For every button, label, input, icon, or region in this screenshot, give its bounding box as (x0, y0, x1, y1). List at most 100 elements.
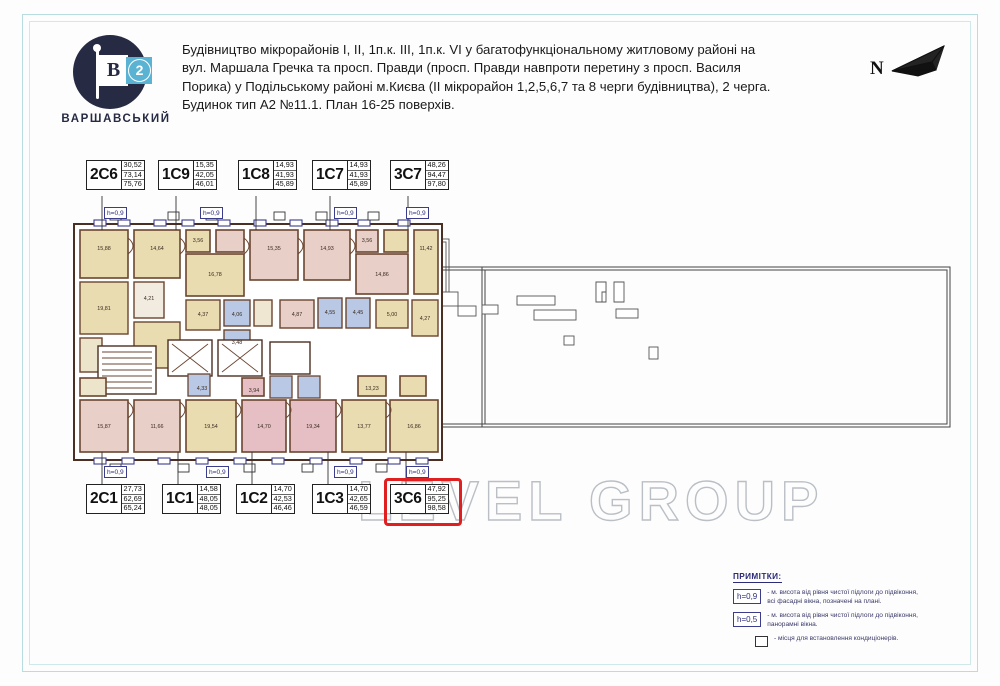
apartment-area-value: 42,65 (347, 493, 370, 505)
apartment-area-value: 42,05 (193, 169, 216, 181)
apartment-code: 3С7 (390, 160, 426, 190)
svg-text:3,94: 3,94 (249, 388, 260, 394)
svg-text:3,56: 3,56 (193, 238, 204, 244)
apartment-area-value: 14,70 (271, 484, 294, 495)
title-line-1: Будівництво мікрорайонів I, II, 1п.к. II… (182, 42, 756, 57)
note-text: - місця для встановлення кондиціонерів. (774, 635, 898, 644)
height-marker: h=0,9 (334, 466, 357, 478)
air-conditioner-square-icon (755, 636, 768, 648)
note-text-line: - місця для встановлення кондиціонерів. (774, 635, 899, 643)
apartment-code: 1С3 (312, 484, 348, 514)
svg-text:15,87: 15,87 (97, 424, 111, 430)
svg-text:4,87: 4,87 (292, 312, 303, 318)
svg-text:3,48: 3,48 (232, 340, 243, 346)
logo-varshavskiy: В 2 ВАРШАВСЬКИЙ (60, 33, 170, 138)
notes-title: ПРИМІТКИ: (733, 572, 782, 583)
apartment-code: 1С2 (236, 484, 272, 514)
height-marker: h=0,9 (206, 466, 229, 478)
apartment-area-value: 46,01 (195, 179, 214, 189)
height-marker: h=0,9 (334, 207, 357, 219)
flag-knob-icon (93, 44, 101, 52)
svg-text:14,86: 14,86 (375, 272, 389, 278)
flag-pole-icon (96, 47, 99, 99)
apartment-area-value: 42,53 (271, 493, 294, 505)
logo-flag-letter: В (106, 59, 121, 81)
apartment-area-value: 14,70 (347, 484, 370, 495)
svg-text:4,55: 4,55 (325, 310, 336, 316)
apartment-area-value: 46,59 (349, 503, 368, 513)
apartment-code: 2С6 (86, 160, 122, 190)
height-marker: h=0,9 (406, 207, 429, 219)
apartment-area-value: 46,46 (273, 503, 292, 513)
height-marker: h=0,9 (406, 466, 429, 478)
note-text: - м. висота від рівня чистої підлоги до … (767, 589, 918, 606)
note-text-line: панорамні вікна. (767, 620, 818, 628)
svg-text:4,27: 4,27 (420, 316, 431, 322)
apartment-area-value: 14,58 (197, 484, 220, 495)
apartment-area-value: 14,93 (347, 160, 370, 171)
apartment-area-value: 62,69 (121, 493, 144, 505)
apartment-area-value: 75,76 (123, 179, 142, 189)
note-text-line: - м. висота від рівня чистої підлоги до … (767, 589, 918, 596)
note-row: h=0,5- м. висота від рівня чистої підлог… (733, 612, 973, 629)
apartment-code: 1С1 (162, 484, 198, 514)
floor-plan-drawing: 15,88 14,64 3,56 16,78 15,35 14,93 3,56 … (73, 196, 951, 484)
apartment-area-value: 41,93 (347, 169, 370, 181)
svg-text:13,23: 13,23 (365, 386, 379, 392)
svg-text:13,77: 13,77 (357, 424, 371, 430)
svg-text:15,35: 15,35 (267, 246, 281, 252)
svg-text:4,45: 4,45 (353, 310, 364, 316)
svg-text:11,42: 11,42 (419, 246, 432, 252)
svg-text:14,93: 14,93 (320, 246, 334, 252)
notes-block: ПРИМІТКИ: h=0,9 - м. висота від рівня чис… (733, 566, 973, 653)
apartment-code: 3С6 (390, 484, 426, 514)
svg-text:14,64: 14,64 (150, 246, 164, 252)
note-row: h=0,9 - м. висота від рівня чистої підлог… (733, 589, 973, 606)
svg-text:5,00: 5,00 (387, 312, 398, 318)
svg-text:19,54: 19,54 (204, 424, 218, 430)
apartment-area-value: 97,80 (427, 179, 446, 189)
apartment-area-value: 98,58 (427, 503, 446, 513)
apartment-code: 1С8 (238, 160, 274, 190)
svg-text:19,81: 19,81 (97, 306, 111, 312)
svg-text:4,33: 4,33 (197, 386, 208, 392)
project-title: Будівництво мікрорайонів I, II, 1п.к. II… (182, 41, 882, 115)
note-row: - місця для встановлення кондиціонерів. (733, 635, 973, 648)
height-marker: h=0,9 (104, 466, 127, 478)
svg-text:4,37: 4,37 (198, 312, 209, 318)
svg-text:16,78: 16,78 (208, 272, 222, 278)
svg-text:11,66: 11,66 (150, 424, 163, 430)
compass-north-label: N (870, 58, 884, 79)
svg-text:15,88: 15,88 (97, 246, 111, 252)
logo-wordmark: ВАРШАВСЬКИЙ (61, 113, 171, 125)
compass: N (870, 40, 950, 90)
svg-text:3,56: 3,56 (362, 238, 373, 244)
apartment-area-value: 27,73 (121, 484, 144, 495)
apartment-area-value: 41,93 (273, 169, 296, 181)
note-key-badge: h=0,9 (733, 589, 762, 604)
apartment-code: 2С1 (86, 484, 122, 514)
svg-text:14,70: 14,70 (257, 424, 271, 430)
logo-flag-number: 2 (128, 59, 151, 82)
apartment-area-value: 48,26 (425, 160, 448, 171)
apartment-area-value: 73,14 (121, 169, 144, 181)
note-text-line: - м. висота від рівня чистої підлоги до … (767, 612, 918, 620)
apartment-area-value: 48,05 (199, 503, 218, 513)
